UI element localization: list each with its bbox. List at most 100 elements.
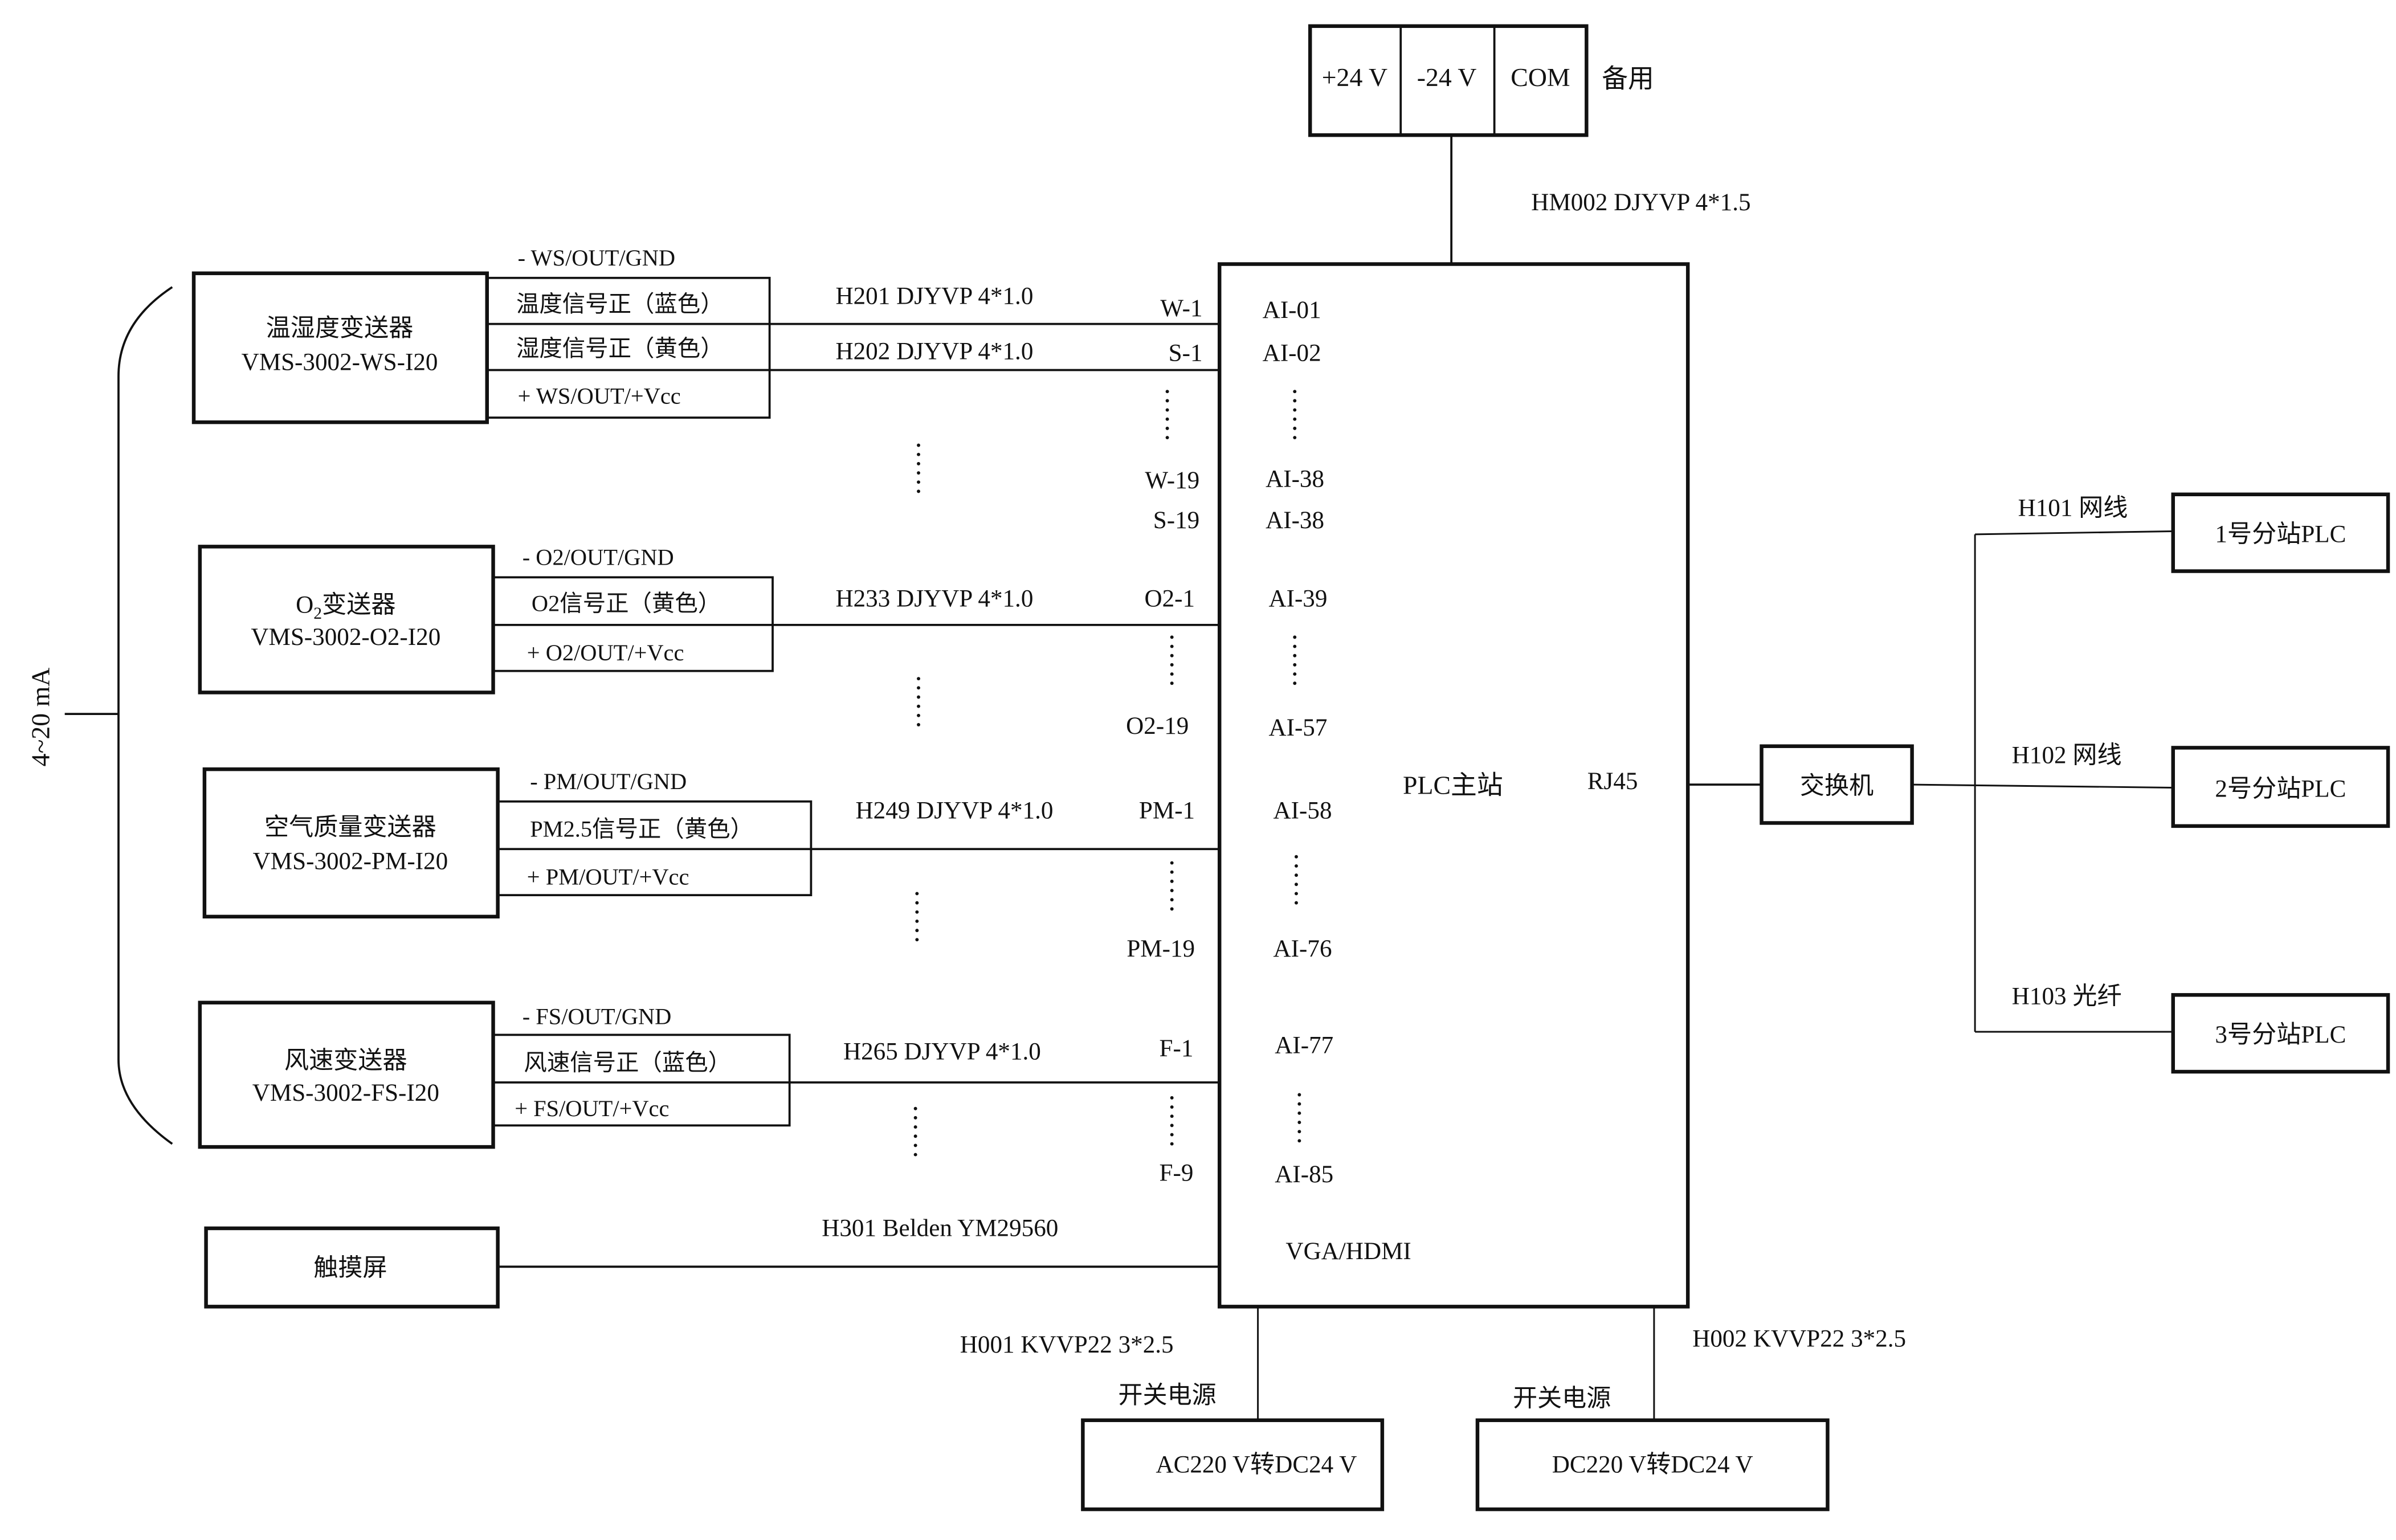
ai-channel: AI-76	[1273, 936, 1332, 962]
ellipsis-dot	[1170, 644, 1174, 648]
power-cable-label: HM002 DJYVP 4*1.5	[1531, 189, 1750, 216]
terminal-start: PM-1	[1139, 797, 1195, 824]
terminal-com: COM	[1511, 63, 1570, 92]
transmitter-box	[198, 1000, 495, 1149]
ellipsis-dot	[917, 471, 920, 475]
signal-label: PM2.5信号正（黄色）	[530, 816, 753, 842]
touchscreen-label: 触摸屏	[313, 1255, 387, 1281]
o2-name-rest: 变送器	[322, 591, 395, 618]
ellipsis-dot	[1293, 390, 1297, 394]
link-cable-label: H102 网线	[2012, 742, 2122, 769]
ai-channel: AI-57	[1268, 714, 1327, 741]
terminal-end: O2-19	[1126, 713, 1189, 740]
ellipsis-dot	[1170, 663, 1174, 667]
ellipsis-dot	[915, 919, 919, 923]
cable-label: H265 DJYVP 4*1.0	[843, 1038, 1041, 1065]
ellipsis-dot	[1165, 436, 1169, 440]
ellipsis-dot	[1293, 426, 1297, 430]
ellipsis-dot	[913, 1153, 917, 1157]
substation-box	[2171, 746, 2390, 828]
ellipsis-dot	[1170, 1124, 1174, 1128]
plc-master: PLC主站 RJ45 VGA/HDMI	[1217, 262, 1690, 1309]
ellipsis-dot	[1170, 1105, 1174, 1109]
terminal-end: S-19	[1153, 507, 1199, 534]
ellipsis-dot	[1170, 1142, 1174, 1146]
ellipsis-dot	[1170, 635, 1174, 639]
gnd-label: - WS/OUT/GND	[518, 245, 675, 271]
plc-master-box	[1217, 262, 1690, 1309]
ellipsis-dot	[1295, 855, 1298, 859]
touchscreen: 触摸屏 H301 Belden YM29560	[204, 1215, 1220, 1309]
power-cable-label: H002 KVVP22 3*2.5	[1692, 1325, 1906, 1352]
ellipsis-dot	[1170, 653, 1174, 657]
transmitter-box	[202, 767, 500, 919]
power-terminal-block: +24 V -24 V COM 备用 HM002 DJYVP 4*1.5	[1308, 24, 1751, 264]
ellipsis-dot	[917, 452, 920, 456]
terminal-start: F-1	[1160, 1035, 1194, 1062]
ellipsis-dot	[915, 892, 919, 896]
cable-label: H202 DJYVP 4*1.0	[836, 338, 1034, 365]
plc-master-label: PLC主站	[1403, 770, 1503, 799]
ellipsis-dot	[1293, 399, 1297, 403]
ellipsis-dot	[1295, 892, 1298, 896]
o2-symbol: O	[296, 591, 313, 618]
ellipsis-dot	[1170, 1133, 1174, 1137]
ellipsis-dot	[917, 480, 920, 484]
power-type-label: 开关电源	[1513, 1386, 1611, 1412]
ai-channel: AI-58	[1273, 797, 1332, 824]
ellipsis-dot	[917, 723, 920, 726]
power-supply-box	[1475, 1418, 1830, 1512]
ellipsis-dot	[1170, 870, 1174, 874]
switch-box	[1760, 744, 1914, 825]
signal-label: 风速信号正（蓝色）	[524, 1049, 731, 1075]
ai-channel: AI-38	[1266, 507, 1324, 534]
ellipsis-dot	[915, 938, 919, 942]
current-loop-bracket: 4~20 mA	[26, 286, 173, 1145]
ellipsis-dot	[917, 677, 920, 681]
ellipsis-dot	[1170, 898, 1174, 902]
transmitter-fs: 风速变送器 VMS-3002-FS-I20 - FS/OUT/GND 风速信号正…	[198, 1000, 1333, 1188]
ellipsis-dot	[913, 1134, 917, 1138]
ellipsis-dot	[1297, 1093, 1301, 1097]
ellipsis-dot	[1295, 864, 1298, 868]
signal-label-temp: 温度信号正（蓝色）	[516, 291, 724, 317]
signal-label-humidity: 湿度信号正（黄色）	[516, 336, 724, 361]
terminal-plus24v: +24 V	[1322, 63, 1387, 92]
ellipsis-dot	[1170, 889, 1174, 893]
cable-label: H249 DJYVP 4*1.0	[856, 797, 1054, 824]
ellipsis-dot	[1165, 417, 1169, 421]
substation-box	[2171, 492, 2390, 573]
ellipsis-dot	[915, 910, 919, 914]
ellipsis-dot	[1293, 644, 1297, 648]
ellipsis-dot	[1293, 436, 1297, 440]
signal-label: O2信号正（黄色）	[532, 591, 721, 616]
ellipsis-dot	[1165, 426, 1169, 430]
ellipsis-dot	[1165, 399, 1169, 403]
substation-label: 2号分站PLC	[2215, 776, 2346, 803]
link-cable-label: H103 光纤	[2012, 983, 2122, 1010]
transmitter-o2: O2变送器 VMS-3002-O2-I20 - O2/OUT/GND O2信号正…	[198, 545, 1327, 741]
ellipsis-dot	[1165, 408, 1169, 412]
ellipsis-dot	[1170, 672, 1174, 676]
transmitter-model: VMS-3002-O2-I20	[251, 624, 440, 651]
terminal-start: S-1	[1169, 340, 1203, 366]
transmitter-name: 空气质量变送器	[264, 814, 436, 841]
ellipsis-dot	[1295, 883, 1298, 887]
terminal-end: PM-19	[1126, 936, 1195, 962]
terminal-start: W-1	[1160, 295, 1202, 322]
ellipsis-dot	[917, 461, 920, 465]
power-supply-label: AC220 V转DC24 V	[1156, 1451, 1357, 1478]
transmitter-model: VMS-3002-WS-I20	[242, 349, 438, 375]
link-line-2	[1912, 783, 2173, 789]
vcc-label: + PM/OUT/+Vcc	[527, 864, 689, 889]
ellipsis-dot	[1293, 408, 1297, 412]
vcc-label: + FS/OUT/+Vcc	[515, 1096, 669, 1121]
power-type-label: 开关电源	[1118, 1382, 1216, 1409]
power-supply-label: DC220 V转DC24 V	[1552, 1451, 1753, 1478]
substation-box	[2171, 993, 2390, 1074]
terminal-end: F-9	[1160, 1159, 1194, 1186]
ellipsis-dot	[1170, 907, 1174, 911]
ellipsis-dot	[1170, 861, 1174, 865]
terminal-start: O2-1	[1145, 585, 1195, 612]
